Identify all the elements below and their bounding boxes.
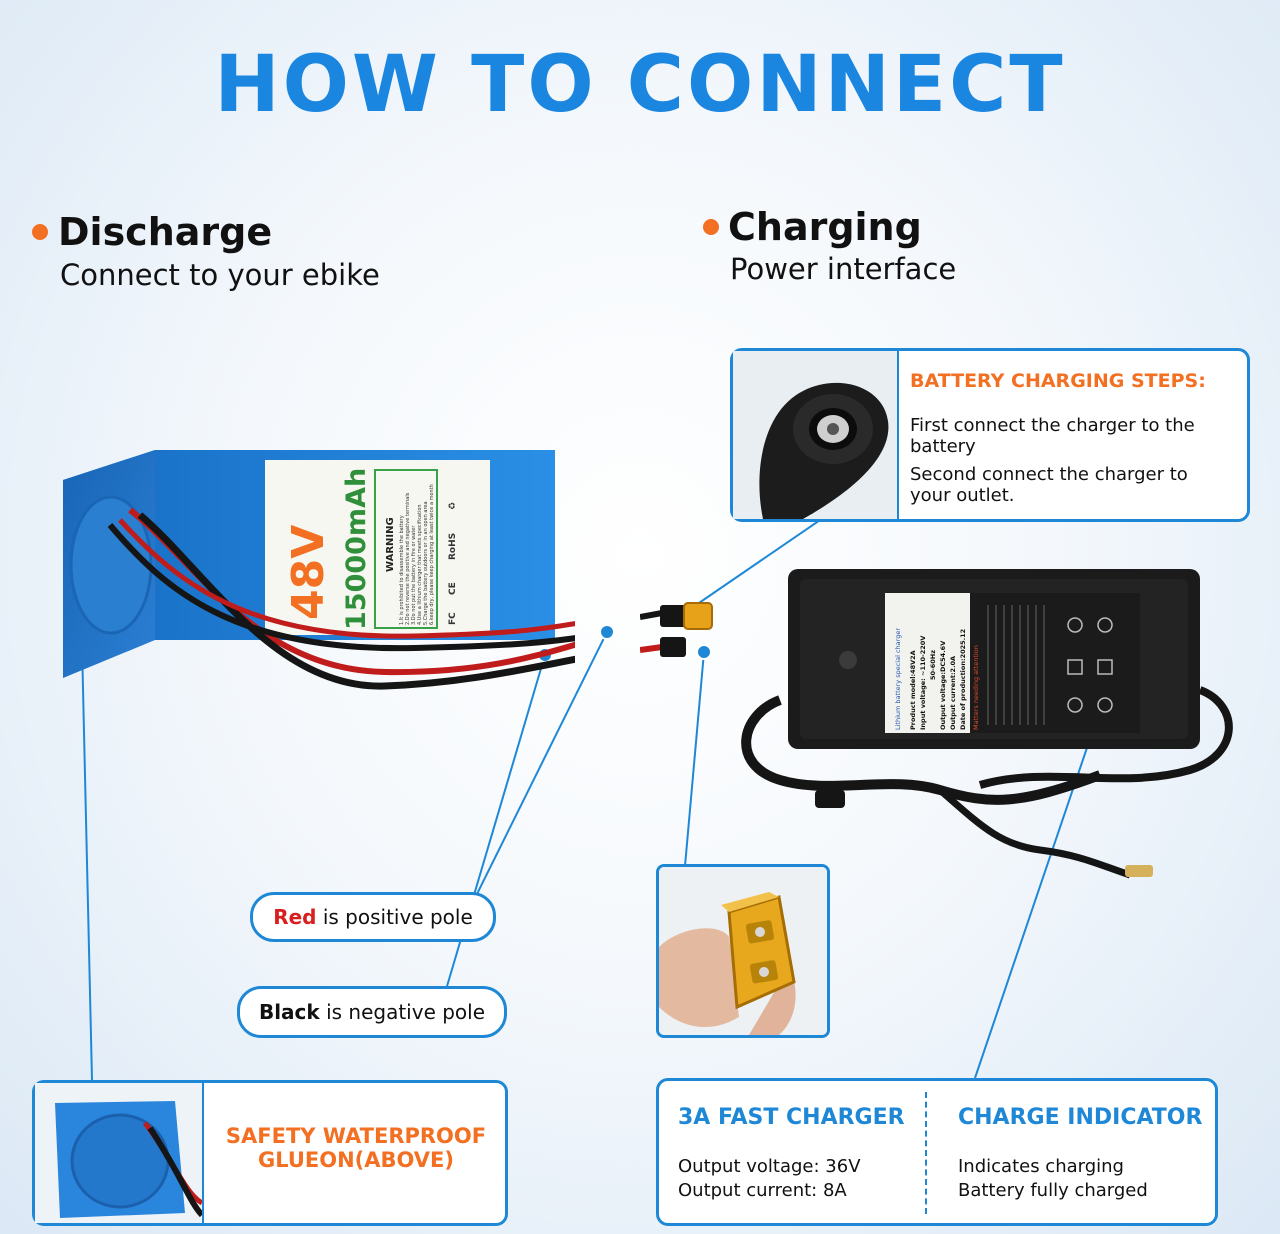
warning-line: 2.Do not reverse the positive and negati… (405, 492, 411, 625)
black-word: Black (258, 1000, 320, 1024)
panel-divider (925, 1092, 927, 1214)
discharge-title: Discharge (58, 210, 273, 254)
positive-pole-label: Red is positive pole (250, 892, 496, 942)
waterproof-text: SAFETY WATERPROOF GLUEON(ABOVE) (225, 1124, 487, 1172)
bullet-dot-icon (703, 219, 719, 235)
red-word: Red (273, 905, 317, 929)
battery-end-closeup-image (35, 1083, 202, 1223)
charger-specs-panel (656, 1078, 1218, 1226)
charging-step-2: Second connect the charger to your outle… (910, 464, 1188, 506)
warning-line: 4.Use a lithium charger that meets speci… (417, 504, 423, 625)
ce-cert-icon: CE (448, 582, 458, 595)
indicator-line-charging: Indicates charging (958, 1156, 1124, 1177)
indicator-line-full: Battery fully charged (958, 1180, 1148, 1201)
charging-steps-heading: BATTERY CHARGING STEPS: (910, 370, 1206, 392)
warning-line: 3.Do not put the battery in fire or wate… (411, 525, 417, 625)
page-title: HOW TO CONNECT (214, 40, 1066, 130)
xt60-closeup-image (659, 867, 827, 1035)
xt60-closeup-panel (656, 864, 830, 1038)
negative-pole-label: Black is negative pole (237, 986, 507, 1038)
charging-title: Charging (728, 205, 922, 249)
charge-indicator-heading: CHARGE INDICATOR (958, 1105, 1203, 1130)
fast-charger-output-voltage: Output voltage: 36V (678, 1156, 861, 1177)
warning-line: 1.It is prohibited to disassemble the ba… (399, 515, 405, 625)
battery-pack-image: 48V 15000mAh WARNING 1.It is prohibited … (63, 450, 575, 690)
charging-step-1: First connect the charger to the battery (910, 415, 1195, 457)
charger-output-voltage: Output voltage:DC54.6V (939, 641, 947, 730)
warning-title: WARNING (385, 517, 396, 572)
warning-line: 6.keep dry, please keep charging at leas… (429, 484, 435, 625)
dc-jack-image (733, 351, 898, 519)
xt60-connector-image (640, 602, 713, 657)
rohs-cert-icon: RoHS (448, 533, 458, 560)
negative-pole-text: is negative pole (319, 1000, 486, 1024)
recycle-icon: ♻ (448, 502, 458, 510)
charger-input: Input voltage: ~110-220V (919, 636, 927, 730)
warning-line: 5.Charge the battery outdoors or in an o… (423, 501, 429, 625)
charger-freq: 50-60Hz (929, 650, 937, 680)
charger-output-current: Output current:2.0A (949, 656, 957, 730)
panel-divider (202, 1083, 204, 1223)
charger-model: Product model:48V2A (909, 650, 917, 730)
charger-brand: Lithium battery special charger (894, 628, 902, 730)
fast-charger-output-current: Output current: 8A (678, 1180, 847, 1201)
charging-subtitle: Power interface (730, 252, 957, 286)
charger-brick-image: Lithium battery special charger Product … (741, 569, 1233, 879)
fast-charger-heading: 3A FAST CHARGER (678, 1105, 905, 1130)
voltage-label: 48V (283, 525, 334, 620)
fc-cert-icon: FC (448, 612, 458, 625)
bullet-dot-icon (32, 224, 48, 240)
charger-date: Date of production:2025.12 (959, 629, 967, 730)
panel-divider (897, 351, 899, 519)
capacity-label: 15000mAh (341, 468, 372, 630)
discharge-subtitle: Connect to your ebike (60, 258, 380, 292)
charger-attention: Matters needing attention (972, 645, 980, 730)
positive-pole-text: is positive pole (316, 905, 473, 929)
